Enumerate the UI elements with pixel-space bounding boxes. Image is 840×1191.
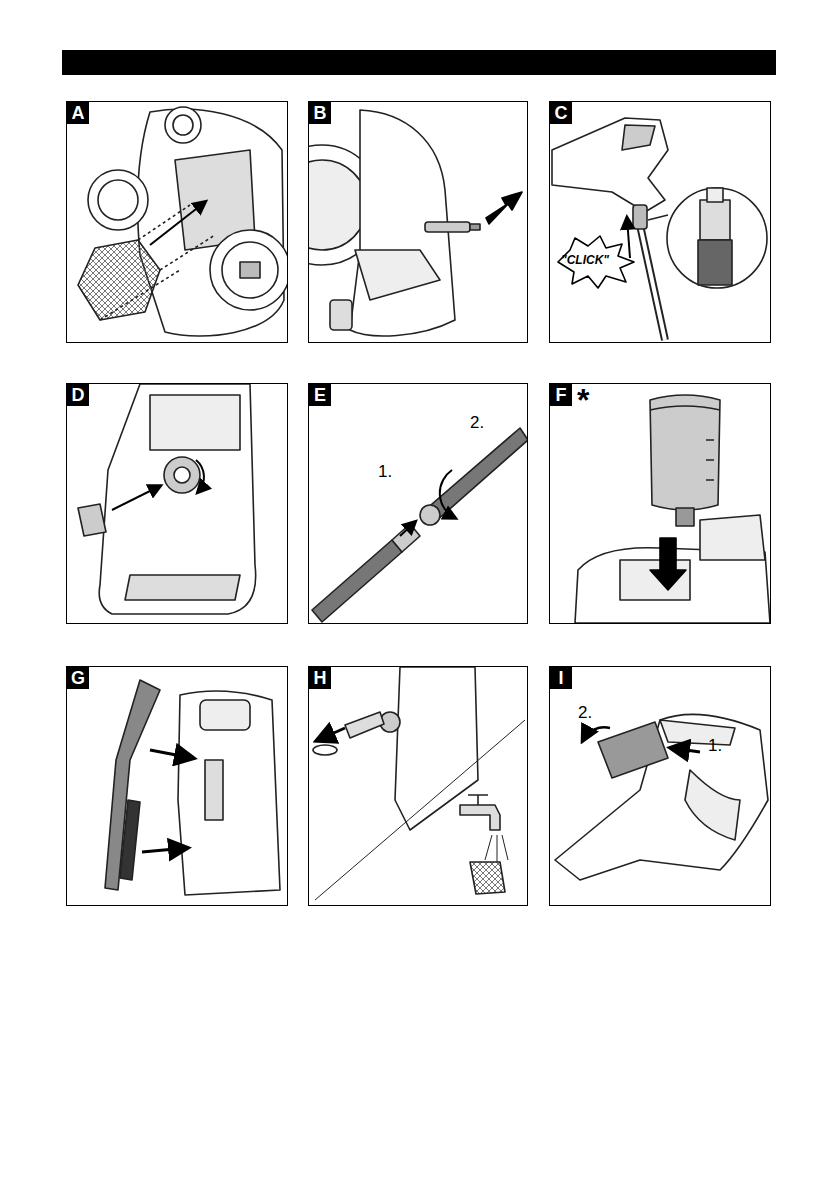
step-panel: H — [308, 666, 528, 906]
step-letter: D — [67, 384, 89, 406]
step-panel: I — [549, 666, 771, 906]
optional-mark: * — [577, 384, 589, 416]
step-panel: E — [308, 383, 528, 624]
step-panel: F — [549, 383, 771, 624]
step-panel: A — [66, 101, 288, 343]
step-panel: C — [549, 101, 771, 343]
step-letter: E — [309, 384, 331, 406]
step-letter: B — [309, 102, 331, 124]
water-inlet-adapter — [78, 384, 256, 614]
step-panel: D — [66, 383, 288, 624]
machine-rear-filter — [78, 107, 287, 336]
step-number: 1. — [378, 463, 392, 482]
detergent-bottle — [575, 395, 770, 623]
gun-storage — [105, 680, 280, 895]
spray-lance-assembly — [312, 428, 527, 622]
step-letter: F — [550, 384, 572, 406]
trigger-gun-hose-click — [552, 118, 767, 340]
step-number: 2. — [578, 704, 592, 723]
sound-callout: "CLICK" — [561, 254, 609, 267]
step-number: 2. — [470, 414, 484, 433]
step-letter: G — [67, 667, 89, 689]
trigger-lock — [555, 714, 768, 880]
step-letter: A — [67, 102, 89, 124]
machine-side-connector — [309, 110, 522, 336]
step-letter: C — [550, 102, 572, 124]
step-letter: H — [309, 667, 331, 689]
step-number: 1. — [708, 737, 722, 756]
header-bar — [62, 50, 776, 75]
filter-cleaning — [313, 667, 525, 900]
step-panel: B — [308, 101, 528, 343]
step-panel: G — [66, 666, 288, 906]
step-letter: I — [550, 667, 572, 689]
